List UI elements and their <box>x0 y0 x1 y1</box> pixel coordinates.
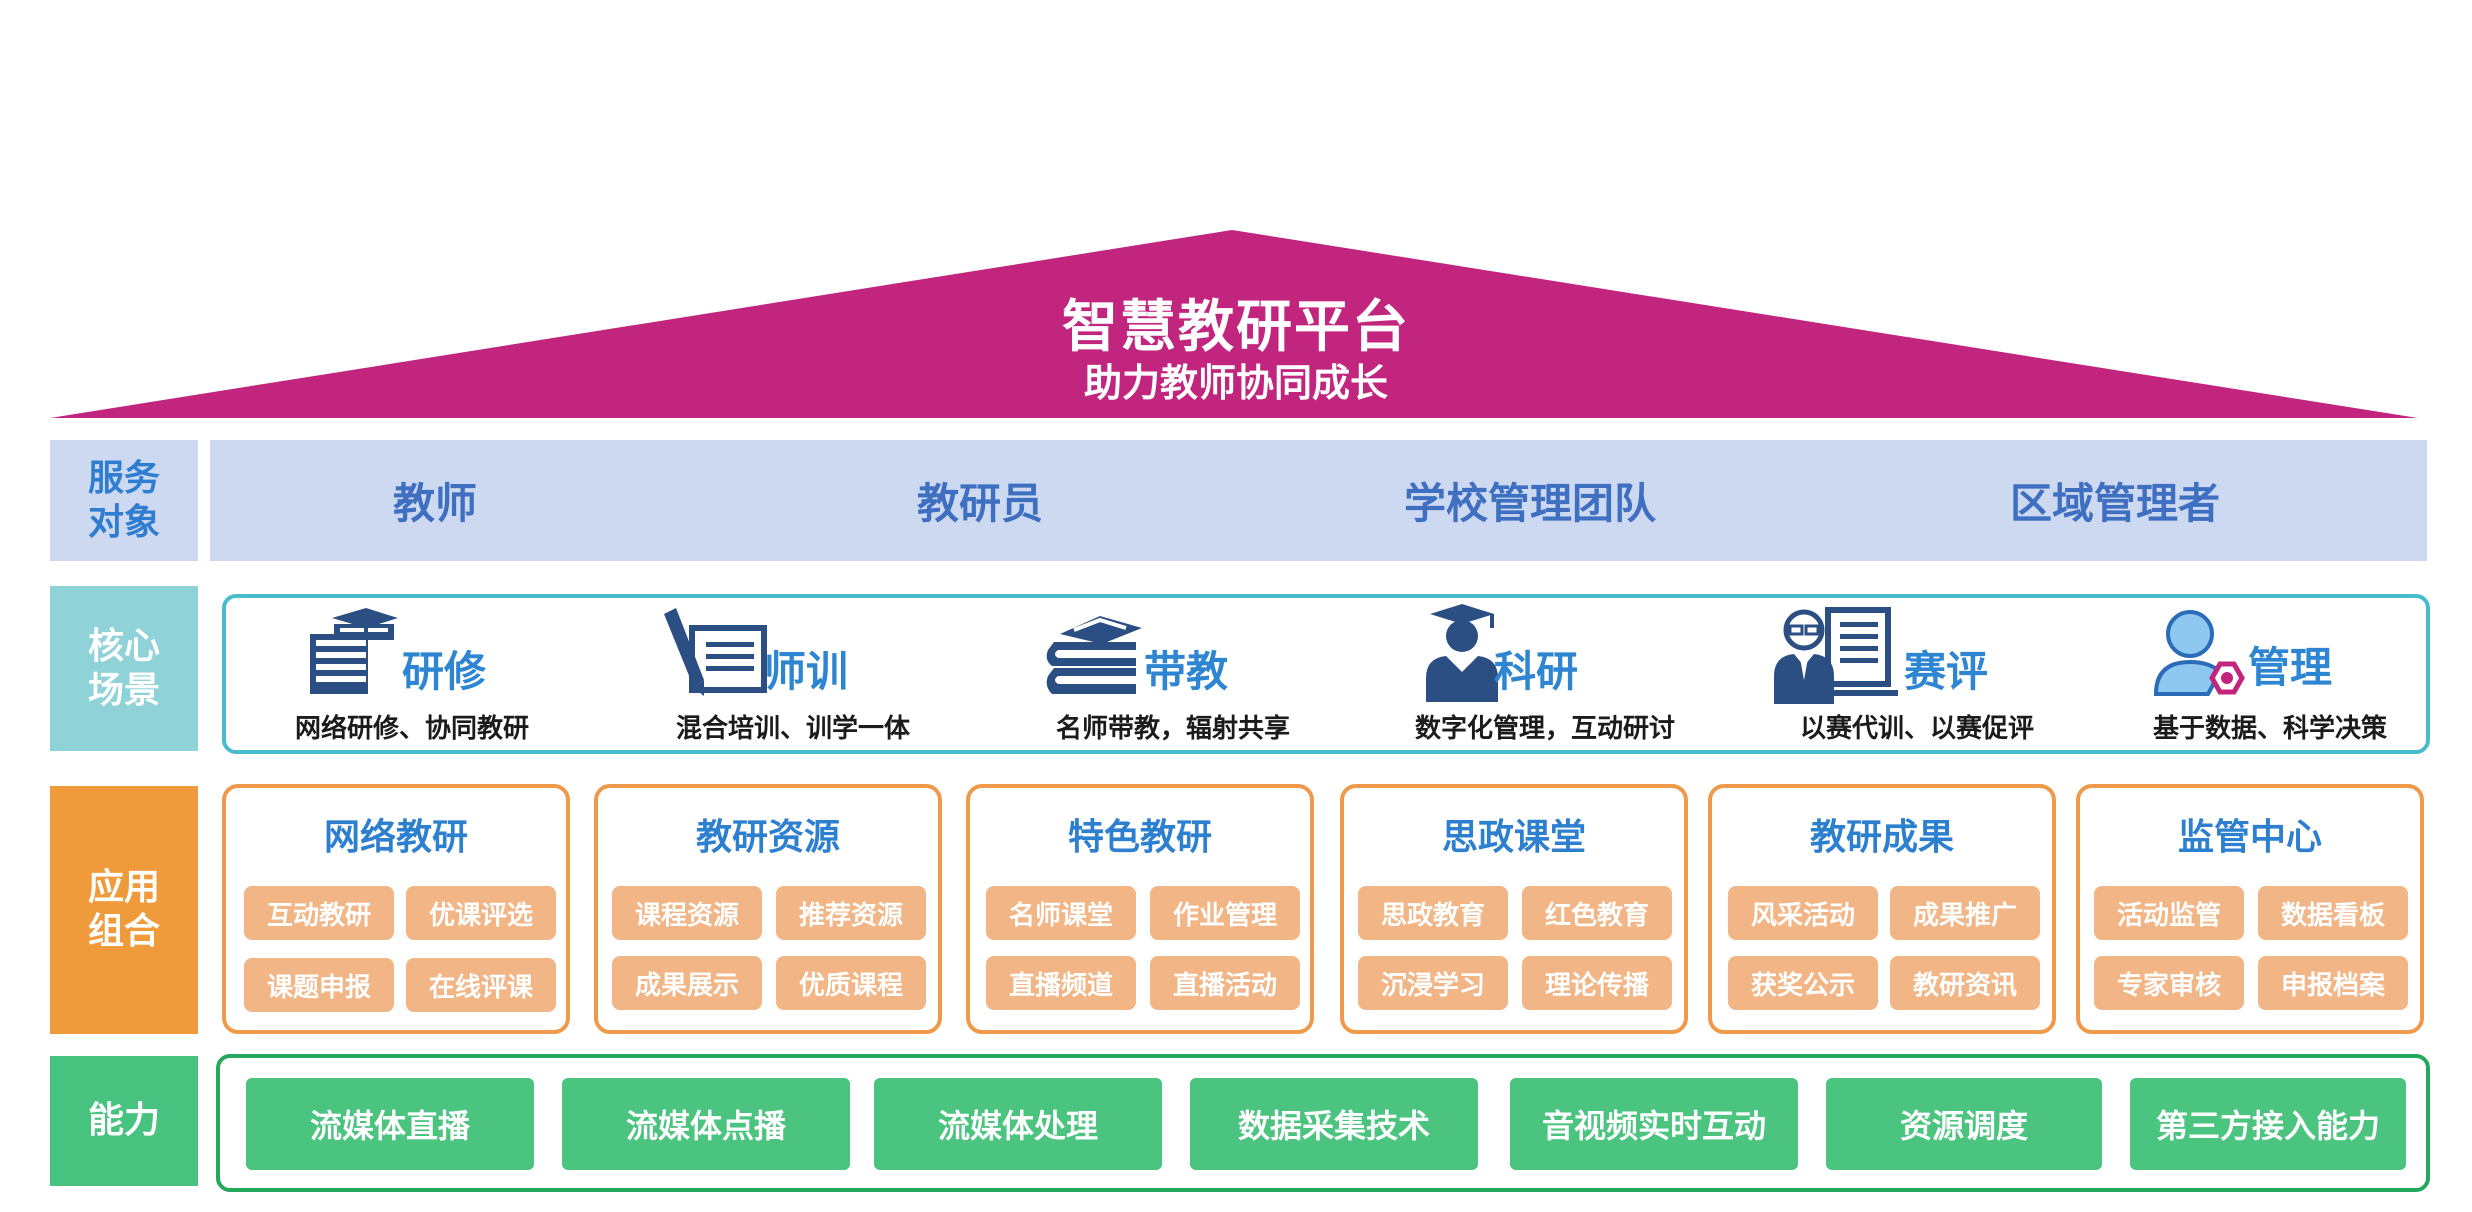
app-group-title: 监管中心 <box>2177 817 2322 858</box>
app-group-ideological-class: 思政课堂 思政教育 红色教育 沉浸学习 理论传播 <box>1340 784 1688 1034</box>
scenario-title: 研修 <box>402 647 487 696</box>
app-tag[interactable]: 成果展示 <box>612 956 762 1010</box>
app-tag[interactable]: 互动教研 <box>244 886 394 940</box>
section-label-service: 服务对象 <box>50 440 198 561</box>
capability-data-collection[interactable]: 数据采集技术 <box>1190 1078 1478 1170</box>
capability-streaming-processing[interactable]: 流媒体处理 <box>874 1078 1162 1170</box>
service-band <box>210 440 2427 561</box>
app-tag[interactable]: 推荐资源 <box>776 886 926 940</box>
app-tag[interactable]: 名师课堂 <box>986 886 1136 940</box>
scenario-card: 赛评 以赛代训、以赛促评 <box>1762 596 2072 746</box>
section-label-scenario: 核心场景 <box>50 586 198 751</box>
scenario-desc: 混合培训、训学一体 <box>675 714 910 744</box>
service-target-regional-manager: 区域管理者 <box>2009 479 2220 528</box>
scenario-frame <box>222 594 2430 754</box>
app-tag[interactable]: 直播频道 <box>986 956 1136 1010</box>
app-tag[interactable]: 成果推广 <box>1890 886 2040 940</box>
capability-third-party-access[interactable]: 第三方接入能力 <box>2130 1078 2406 1170</box>
app-tag[interactable]: 数据看板 <box>2258 886 2408 940</box>
scenario-card: 师训 混合培训、训学一体 <box>638 596 948 746</box>
section-label-application: 应用组合 <box>50 786 198 1034</box>
scenario-title: 科研 <box>1494 647 1579 696</box>
app-tag[interactable]: 教研资讯 <box>1890 956 2040 1010</box>
platform-subtitle: 助力教师协同成长 <box>1083 361 1388 405</box>
roof-triangle <box>50 230 2418 418</box>
book-stack-icon <box>1046 616 1142 694</box>
app-tag[interactable]: 思政教育 <box>1358 886 1508 940</box>
scenario-desc: 网络研修、协同教研 <box>294 714 529 744</box>
app-tag[interactable]: 作业管理 <box>1150 886 1300 940</box>
app-group-title: 教研成果 <box>1809 817 1954 858</box>
scenario-desc: 名师带教，辐射共享 <box>1055 714 1290 744</box>
platform-title: 智慧教研平台 <box>1062 295 1410 360</box>
app-tag[interactable]: 专家审核 <box>2094 956 2244 1010</box>
app-group-title: 教研资源 <box>695 817 840 858</box>
platform-roof <box>50 230 2418 418</box>
app-group-network-research: 网络教研 互动教研 优课评选 课题申报 在线评课 <box>222 784 570 1034</box>
app-tag[interactable]: 课题申报 <box>244 958 394 1012</box>
app-group-title: 特色教研 <box>1067 817 1212 858</box>
section-label-capability: 能力 <box>50 1056 198 1186</box>
scenario-desc: 以赛代训、以赛促评 <box>1799 714 2034 744</box>
app-group-research-resources: 教研资源 课程资源 推荐资源 成果展示 优质课程 <box>594 784 942 1034</box>
app-tag[interactable]: 课程资源 <box>612 886 762 940</box>
service-target-school-management: 学校管理团队 <box>1403 479 1656 528</box>
capability-streaming-live[interactable]: 流媒体直播 <box>246 1078 534 1170</box>
scenario-title: 师训 <box>764 647 849 696</box>
scenario-card: 管理 基于数据、科学决策 <box>2130 596 2410 746</box>
app-tag[interactable]: 在线评课 <box>406 958 556 1012</box>
user-settings-icon <box>2153 610 2245 696</box>
app-tag[interactable]: 申报档案 <box>2258 956 2408 1010</box>
pencil-notepad-icon <box>664 608 767 696</box>
capability-av-realtime[interactable]: 音视频实时互动 <box>1510 1078 1798 1170</box>
app-tag[interactable]: 风采活动 <box>1728 886 1878 940</box>
scenario-title: 带教 <box>1144 647 1229 696</box>
scenario-desc: 数字化管理，互动研讨 <box>1414 714 1675 744</box>
capability-resource-scheduling[interactable]: 资源调度 <box>1826 1078 2102 1170</box>
scenario-card: 研修 网络研修、协同教研 <box>262 596 562 746</box>
app-tag[interactable]: 活动监管 <box>2094 886 2244 940</box>
presenter-board-icon <box>1774 607 1898 704</box>
app-tag[interactable]: 沉浸学习 <box>1358 956 1508 1010</box>
service-target-researcher: 教研员 <box>916 479 1043 528</box>
app-tag[interactable]: 红色教育 <box>1522 886 1672 940</box>
app-group-supervision-center: 监管中心 活动监管 数据看板 专家审核 申报档案 <box>2076 784 2424 1034</box>
scenario-title: 管理 <box>2248 643 2333 692</box>
app-group-featured-research: 特色教研 名师课堂 作业管理 直播频道 直播活动 <box>966 784 1314 1034</box>
app-tag[interactable]: 优质课程 <box>776 956 926 1010</box>
capability-streaming-vod[interactable]: 流媒体点播 <box>562 1078 850 1170</box>
scenario-card: 带教 名师带教，辐射共享 <box>1018 596 1328 746</box>
app-group-research-results: 教研成果 风采活动 成果推广 获奖公示 教研资讯 <box>1708 784 2056 1034</box>
scenario-title: 赛评 <box>1904 647 1989 696</box>
books-graduation-cap-icon <box>310 608 398 694</box>
service-target-teacher: 教师 <box>392 479 477 528</box>
app-tag[interactable]: 获奖公示 <box>1728 956 1878 1010</box>
graduate-person-icon <box>1426 604 1498 702</box>
scenario-card: 科研 数字化管理，互动研讨 <box>1390 596 1700 746</box>
app-tag[interactable]: 理论传播 <box>1522 956 1672 1010</box>
app-group-title: 思政课堂 <box>1441 817 1586 858</box>
app-group-title: 网络教研 <box>323 817 468 858</box>
scenario-desc: 基于数据、科学决策 <box>2152 714 2387 744</box>
app-tag[interactable]: 优课评选 <box>406 886 556 940</box>
app-tag[interactable]: 直播活动 <box>1150 956 1300 1010</box>
